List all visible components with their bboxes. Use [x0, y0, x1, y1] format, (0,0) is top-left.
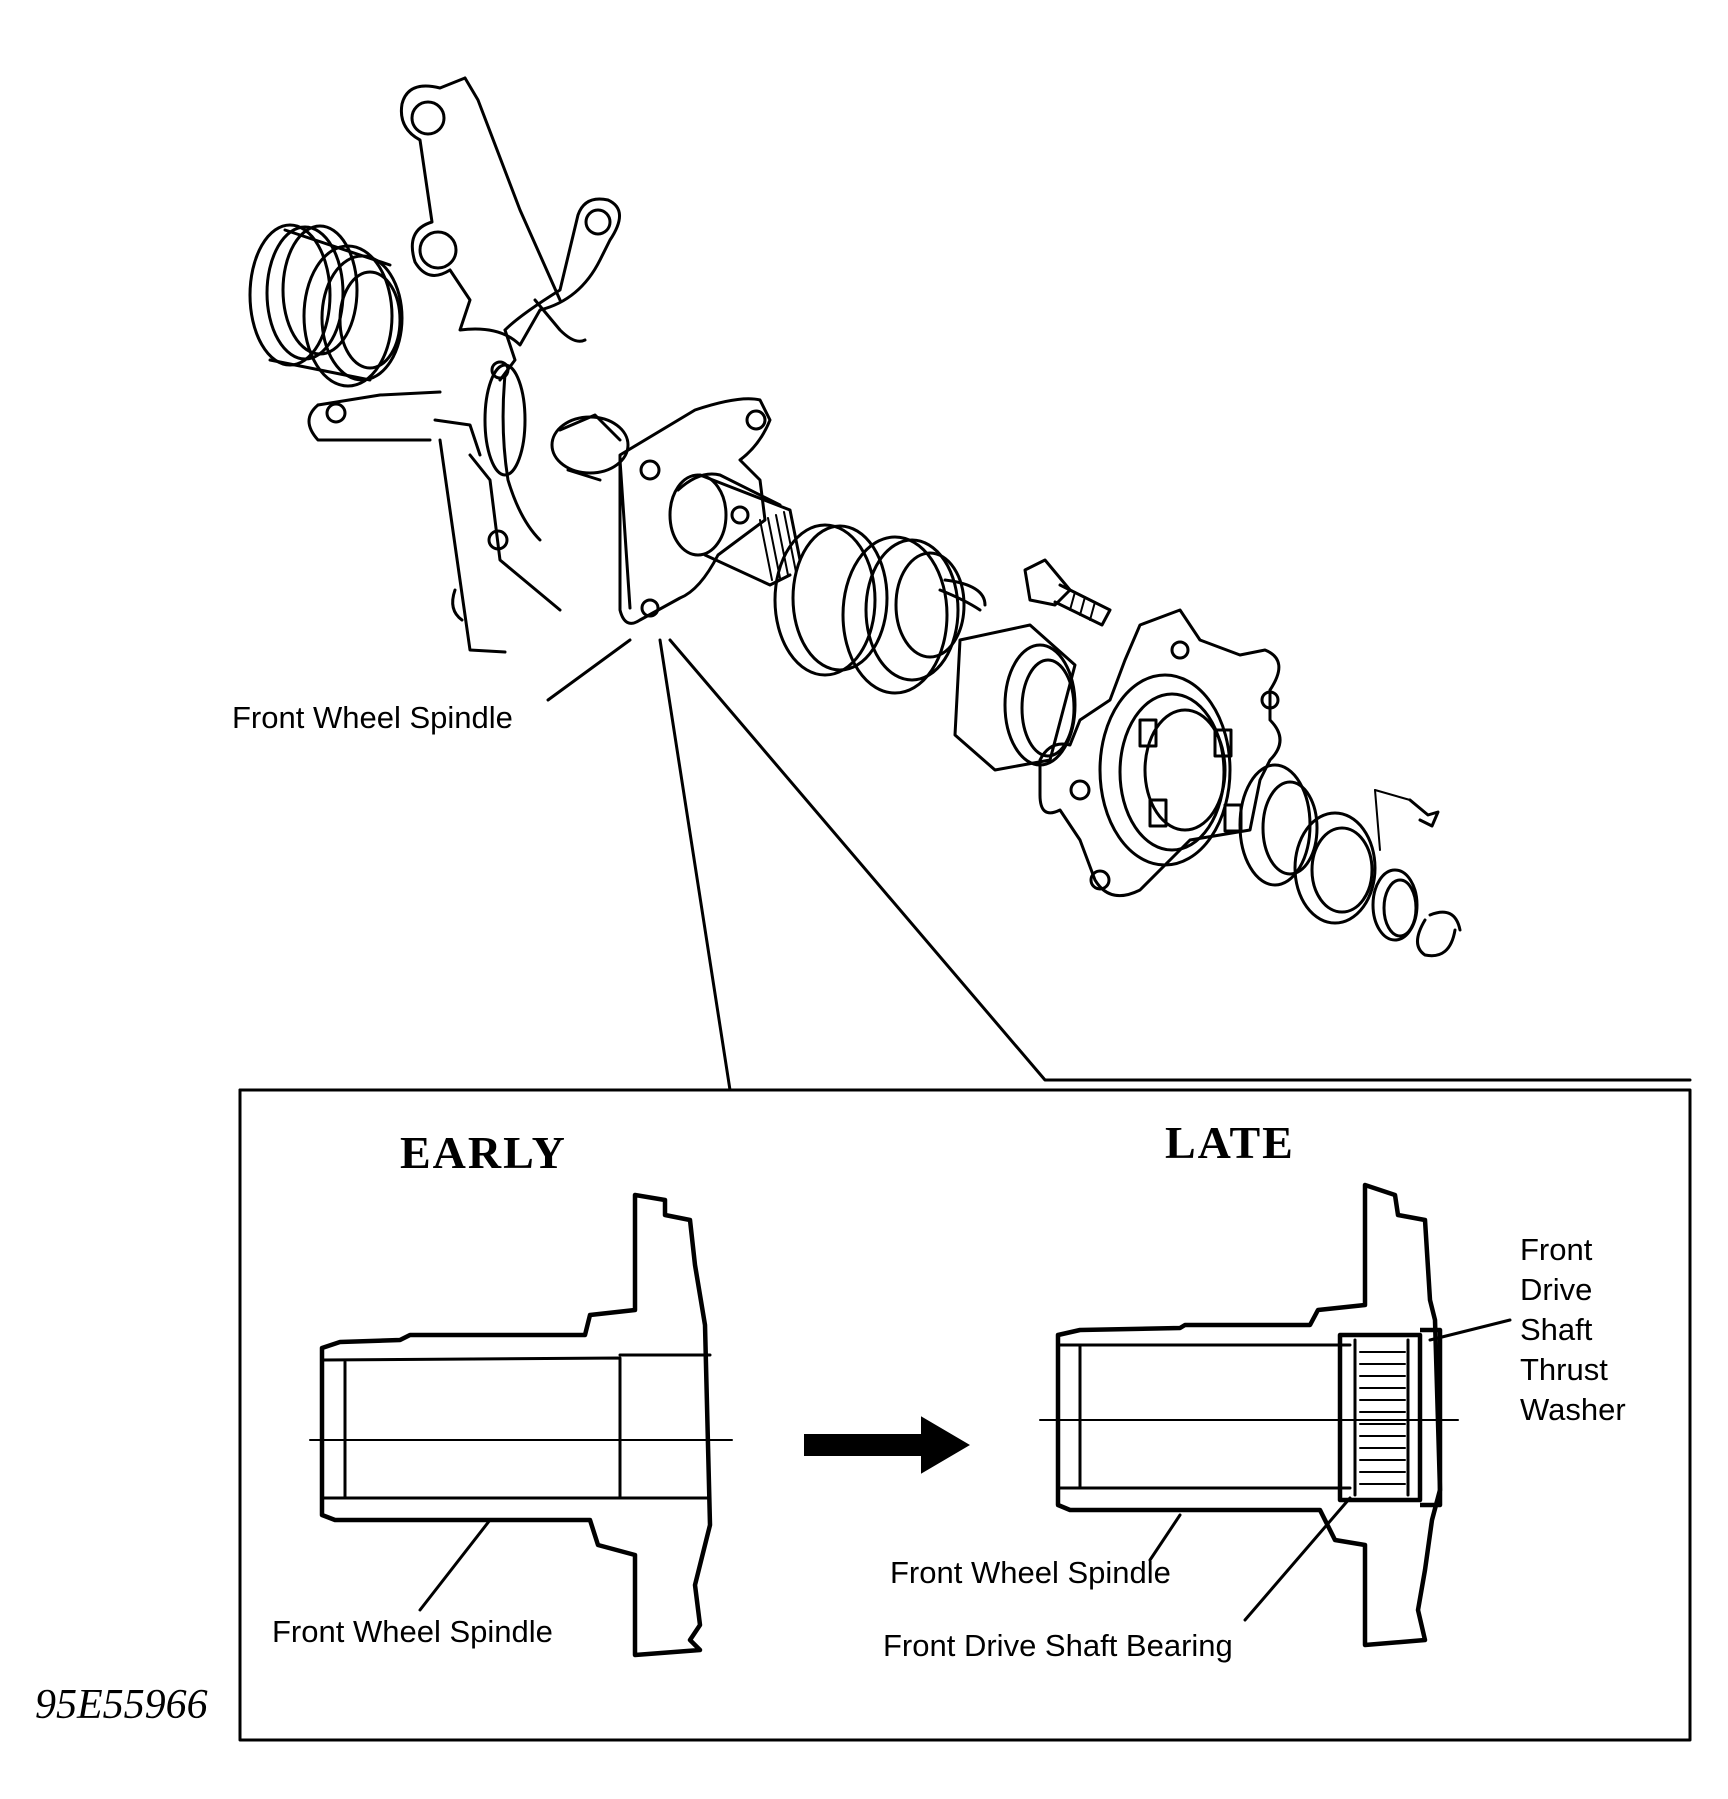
middle-rings	[773, 523, 987, 695]
late-bearing-label: Front Drive Shaft Bearing	[883, 1628, 1233, 1663]
early-to-late-arrow	[804, 1416, 970, 1474]
late-spindle-label: Front Wheel Spindle	[890, 1555, 1171, 1590]
hub-small-parts	[1238, 763, 1462, 958]
callout-line-late	[668, 638, 1692, 1082]
early-spindle-label: Front Wheel Spindle	[272, 1614, 553, 1649]
thrust-washer-label: Front Drive Shaft Thrust Washer	[1520, 1232, 1626, 1427]
wheel-hub	[1038, 608, 1282, 898]
steering-knuckle	[307, 76, 621, 654]
figure-code: 95E55966	[35, 1682, 208, 1728]
early-title: EARLY	[400, 1127, 567, 1178]
early-spindle-section	[309, 1192, 733, 1658]
detail-box	[238, 1088, 1692, 1742]
svg-text:Front: Front	[1520, 1232, 1593, 1267]
leader-top-spindle	[546, 638, 632, 702]
svg-text:Thrust: Thrust	[1520, 1352, 1608, 1387]
wheel-stud	[1023, 558, 1112, 627]
spindle-assembly	[550, 397, 802, 625]
late-spindle-section	[1039, 1182, 1512, 1648]
svg-text:Washer: Washer	[1520, 1392, 1626, 1427]
top-spindle-label: Front Wheel Spindle	[232, 700, 513, 735]
hub-bearing	[953, 623, 1077, 772]
svg-text:Drive: Drive	[1520, 1272, 1592, 1307]
late-title: LATE	[1165, 1117, 1295, 1168]
seal-rings	[248, 223, 404, 388]
exploded-assembly	[238, 76, 1692, 1092]
svg-text:Shaft: Shaft	[1520, 1312, 1593, 1347]
